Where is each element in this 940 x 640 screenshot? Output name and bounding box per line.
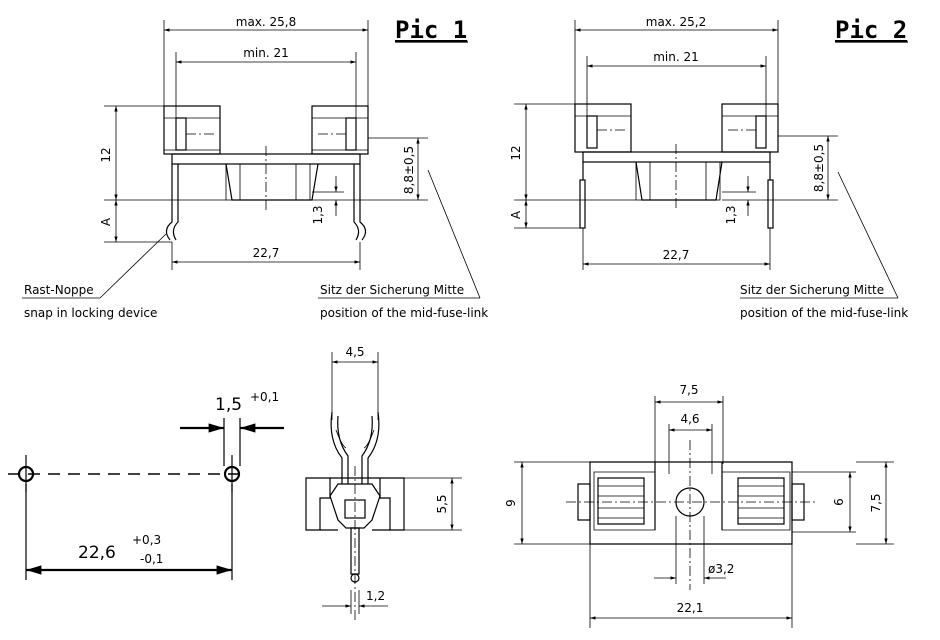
- pic2-label2-en: position of the mid-fuse-link: [740, 306, 908, 320]
- hole-pitch: 22,6: [78, 543, 116, 563]
- top-view: 7,5 4,6 ø3,2: [504, 383, 894, 628]
- pic2-view: Pic 2 max. 25,2 min. 21 12 A: [509, 15, 908, 320]
- top-inner-width: 4,6: [680, 412, 699, 426]
- pic1-pin-pitch: 22,7: [253, 246, 280, 260]
- pic1-max-width: max. 25,8: [236, 15, 297, 29]
- pic1-a: A: [99, 217, 113, 226]
- pic1-title: Pic 1: [395, 16, 467, 44]
- top-clip: 6: [832, 498, 846, 506]
- pic1-label2-de: Sitz der Sicherung Mitte: [320, 283, 464, 297]
- pic2-step: 1,3: [724, 205, 738, 224]
- pic1-height: 12: [99, 147, 113, 162]
- hole-pattern-view: 1,5 +0,1 22,6 +0,3 -0,1: [8, 390, 284, 580]
- pic1-view: Pic 1 max. 25,8 min. 21: [22, 15, 488, 320]
- hole-tol: +0,1: [250, 390, 279, 404]
- clip-width: 4,5: [345, 345, 364, 359]
- clip-pin: 1,2: [366, 589, 385, 603]
- pic2-pin-pitch: 22,7: [663, 248, 690, 262]
- pic2-label2-de: Sitz der Sicherung Mitte: [740, 283, 884, 297]
- pic2-fuse-height: 8,8±0,5: [812, 144, 826, 192]
- pic1-label-de: Rast-Noppe: [24, 283, 94, 297]
- pic2-max-width: max. 25,2: [646, 15, 707, 29]
- pic2-title: Pic 2: [835, 16, 907, 44]
- pic1-step: 1,3: [311, 205, 325, 224]
- pic1-min-width: min. 21: [243, 46, 289, 60]
- pic1-fuse-height: 8,8±0,5: [402, 146, 416, 194]
- hole-pitch-tol-lower: -0,1: [140, 552, 163, 566]
- clip-height: 5,5: [435, 494, 449, 513]
- top-clip-outer: 7,5: [869, 493, 883, 512]
- hole-dia: 1,5: [215, 395, 242, 415]
- pic2-height: 12: [509, 145, 523, 160]
- top-height: 9: [504, 499, 518, 507]
- pic1-label-en: snap in locking device: [24, 306, 157, 320]
- clip-side-view: 4,5 5,5 1,2: [305, 345, 462, 620]
- hole-pitch-tol-upper: +0,3: [132, 533, 161, 547]
- pic2-min-width: min. 21: [653, 50, 699, 64]
- pic2-a: A: [509, 210, 523, 219]
- top-length: 22,1: [677, 601, 704, 615]
- top-hole: ø3,2: [708, 562, 734, 576]
- pic1-label2-en: position of the mid-fuse-link: [320, 306, 488, 320]
- top-outer-width: 7,5: [679, 383, 698, 397]
